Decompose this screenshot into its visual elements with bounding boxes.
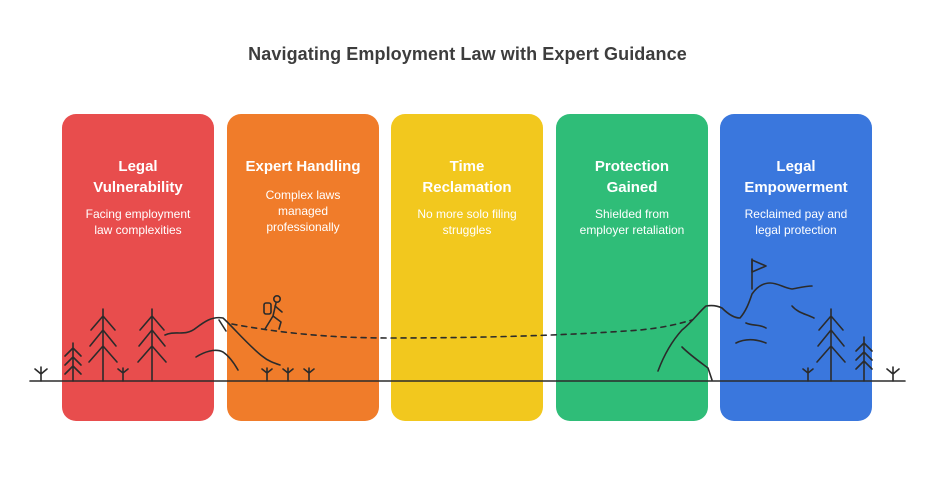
mountain-icon bbox=[164, 316, 281, 371]
trail-path bbox=[231, 319, 693, 339]
card-heading: Time Reclamation bbox=[397, 156, 537, 198]
grass-icon bbox=[34, 366, 48, 382]
card-desc-line: struggles bbox=[442, 223, 492, 237]
card-description: Facing employment law complexities bbox=[72, 206, 204, 238]
card-heading-line: Legal bbox=[118, 158, 158, 175]
pine-tree-icon bbox=[88, 308, 118, 382]
card-description: Shielded from employer retaliation bbox=[566, 206, 698, 238]
hiker-icon bbox=[263, 294, 283, 330]
card-desc-line: Reclaimed pay and bbox=[744, 207, 848, 221]
card-desc-line: managed bbox=[277, 204, 329, 218]
card-heading-line: Gained bbox=[606, 179, 658, 196]
card-heading-line: Empowerment bbox=[744, 179, 848, 196]
card-heading-line: Reclamation bbox=[422, 179, 512, 196]
card-legal-empowerment: Legal Empowerment Reclaimed pay and lega… bbox=[720, 114, 872, 421]
card-heading: Protection Gained bbox=[562, 156, 702, 198]
card-heading-line: Legal bbox=[776, 158, 816, 175]
card-heading-line: Vulnerability bbox=[93, 179, 183, 196]
grass-icon bbox=[261, 367, 315, 382]
flag-icon bbox=[751, 258, 767, 290]
card-protection-gained: Protection Gained Shielded from employer… bbox=[556, 114, 708, 421]
card-legal-vulnerability: Legal Vulnerability Facing employment la… bbox=[62, 114, 214, 421]
card-desc-line: Facing employment bbox=[85, 207, 191, 221]
card-desc-line: Shielded from bbox=[594, 207, 670, 221]
mountain-icon bbox=[657, 282, 815, 381]
card-heading-line: Protection bbox=[594, 158, 670, 175]
card-expert-handling: Expert Handling Complex laws managed pro… bbox=[227, 114, 379, 421]
grass-icon bbox=[117, 367, 129, 382]
card-heading-line: Time bbox=[449, 158, 485, 175]
pine-tree-icon bbox=[855, 336, 873, 382]
page-title: Navigating Employment Law with Expert Gu… bbox=[248, 44, 687, 64]
card-heading-line: Expert Handling bbox=[245, 158, 361, 175]
card-description: Reclaimed pay and legal protection bbox=[730, 206, 862, 238]
card-desc-line: professionally bbox=[266, 220, 340, 234]
pine-tree-icon bbox=[64, 342, 82, 382]
card-time-reclamation: Time Reclamation No more solo filing str… bbox=[391, 114, 543, 421]
card-desc-line: law complexities bbox=[94, 223, 182, 237]
card-description: No more solo filing struggles bbox=[401, 206, 533, 238]
card-heading: Legal Empowerment bbox=[726, 156, 866, 198]
card-description: Complex laws managed professionally bbox=[237, 187, 369, 235]
grass-icon bbox=[886, 366, 900, 382]
grass-icon bbox=[802, 367, 814, 382]
pine-tree-icon bbox=[137, 308, 167, 382]
card-heading: Legal Vulnerability bbox=[68, 156, 208, 198]
card-desc-line: employer retaliation bbox=[579, 223, 685, 237]
card-heading: Expert Handling bbox=[233, 156, 373, 177]
card-desc-line: legal protection bbox=[755, 223, 837, 237]
card-desc-line: Complex laws bbox=[265, 188, 341, 202]
card-desc-line: No more solo filing bbox=[417, 207, 517, 221]
pine-tree-icon bbox=[816, 308, 846, 382]
